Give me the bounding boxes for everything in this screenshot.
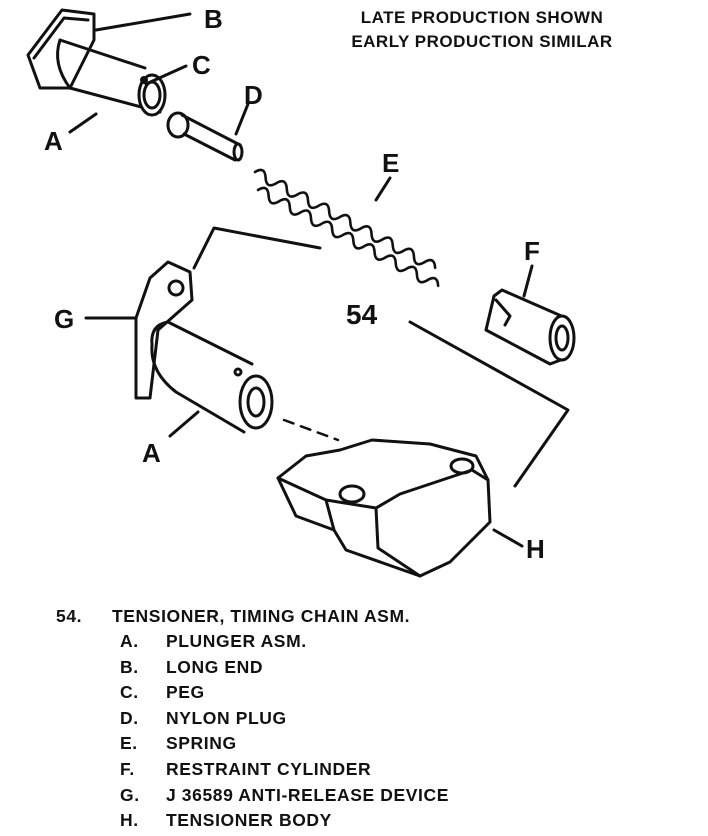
legend-key: D.	[120, 707, 139, 728]
legend-key: F.	[120, 758, 135, 779]
legend-key: A.	[120, 631, 139, 651]
legend-key: H.	[120, 810, 139, 831]
legend-key: B.	[120, 656, 139, 677]
legend-item: A. PLUNGER ASM.	[120, 629, 449, 655]
legend-title: TENSIONER, TIMING CHAIN ASM.	[112, 606, 411, 626]
legend-item: C. PEG	[120, 680, 449, 706]
legend-text: PLUNGER ASM.	[166, 631, 307, 651]
plunger-lower	[150, 320, 274, 434]
legend-item: D. NYLON PLUG	[120, 706, 449, 732]
nylon-plug	[166, 111, 244, 162]
legend-text: PEG	[166, 682, 205, 703]
callout-g: G	[54, 304, 74, 334]
spring	[253, 168, 440, 288]
callout-h: H	[526, 534, 545, 564]
legend-item: F. RESTRAINT CYLINDER	[120, 757, 449, 783]
production-note-line1: LATE PRODUCTION SHOWN	[360, 8, 604, 27]
legend-text: NYLON PLUG	[166, 707, 287, 728]
callout-d: D	[244, 80, 263, 110]
legend-text: LONG END	[166, 656, 264, 677]
legend-item: G. J 36589 ANTI-RELEASE DEVICE	[120, 783, 449, 809]
production-note-line2: EARLY PRODUCTION SIMILAR	[351, 32, 613, 51]
legend-text: SPRING	[166, 733, 237, 754]
legend-item: B. LONG END	[120, 655, 449, 681]
legend-key: G.	[120, 784, 140, 805]
restraint-cylinder	[484, 288, 576, 366]
callout-b: B	[204, 4, 223, 34]
callout-54: 54	[346, 299, 378, 330]
callout-c: C	[192, 50, 211, 80]
exploded-diagram: B C D A E F G 54 A H	[26, 4, 576, 578]
legend-item: E. SPRING	[120, 731, 449, 757]
plunger-top	[26, 8, 167, 117]
anti-release-device	[134, 260, 194, 400]
parts-legend: 54. TENSIONER, TIMING CHAIN ASM. A. PLUNG…	[56, 603, 449, 834]
callout-a-lower: A	[142, 438, 161, 468]
legend-title-row: 54. TENSIONER, TIMING CHAIN ASM.	[56, 603, 449, 629]
tensioner-body	[276, 438, 492, 578]
legend-key: E.	[120, 733, 138, 754]
legend-text: J 36589 ANTI-RELEASE DEVICE	[166, 784, 449, 805]
legend-key: C.	[120, 682, 139, 703]
legend-item: H. TENSIONER BODY	[120, 808, 449, 834]
callout-f: F	[524, 236, 540, 266]
legend-number: 54.	[56, 606, 83, 626]
callout-e: E	[382, 148, 399, 178]
legend-text: RESTRAINT CYLINDER	[166, 758, 372, 779]
callout-a-top: A	[44, 126, 63, 156]
legend-text: TENSIONER BODY	[166, 810, 332, 831]
